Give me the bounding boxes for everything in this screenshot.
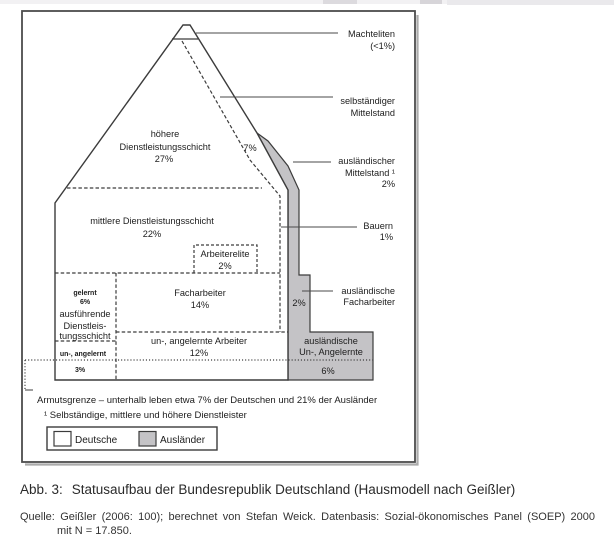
unang-arbeiter-label: un-, angelernte Arbeiter <box>151 336 247 346</box>
ausl-mittelstand-label-2: Mittelstand ¹ <box>345 168 395 178</box>
ausfuehrende-label-2: Dienstleis- <box>64 321 107 331</box>
hoehere-pct: 27% <box>155 154 173 164</box>
machteliten-label: Machteliten <box>348 29 395 39</box>
facharbeiter-label: Facharbeiter <box>174 288 226 298</box>
poverty-footnote: Armutsgrenze – unterhalb leben etwa 7% d… <box>37 395 377 406</box>
frame-shadow <box>25 15 419 466</box>
dashed-dividers <box>55 40 288 380</box>
machteliten-pct: (<1%) <box>370 41 395 51</box>
ausl-unang-label-2: Un-, Angelernte <box>299 347 363 357</box>
source-note: Quelle: Geißler (2006: 100); berechnet v… <box>20 511 595 538</box>
house-outline <box>54 24 289 381</box>
selbstaendiger-pct: 7% <box>243 143 256 153</box>
arbeiterelite-box <box>193 244 258 273</box>
bauern-pct: 1% <box>380 232 393 242</box>
browser-edge-fragment-right <box>447 0 614 5</box>
hoehere-label-1: höhere <box>151 129 180 139</box>
ausl-mittelstand-label-1: ausländischer <box>338 156 395 166</box>
mittlere-label: mittlere Dienstleistungsschicht <box>90 216 214 226</box>
callout-lines <box>196 32 357 292</box>
gelernt-label: gelernt <box>73 290 97 297</box>
selbstaendiger-label-2: Mittelstand <box>351 108 395 118</box>
source-line-2: mit N = 17.850. <box>57 525 132 537</box>
selbstaendiger-dashed-line <box>181 40 281 332</box>
ausl-mittelstand-pct: 2% <box>382 179 395 189</box>
browser-edge-fragment-mid <box>420 0 442 4</box>
ausl-unang-pct: 6% <box>321 366 334 376</box>
browser-edge-strip <box>0 0 614 4</box>
ausfuehrende-label-3: tungsschicht <box>59 331 111 341</box>
ausl-facharbeiter-label-1: ausländische <box>341 286 395 296</box>
ausl-unang-label-1: ausländische <box>304 336 358 346</box>
ausfuehrende-label-1: ausführende <box>59 309 110 319</box>
mittlere-pct: 22% <box>143 229 161 239</box>
facharbeiter-pct: 14% <box>191 300 209 310</box>
legend-swatch-auslaender <box>138 430 157 447</box>
caption-title: Statusaufbau der Bundesrepublik Deutschl… <box>71 482 516 497</box>
legend-swatch-deutsche <box>53 430 72 447</box>
browser-edge-fragment-left <box>323 0 357 4</box>
gelernt-pct: 6% <box>80 299 91 306</box>
legend-label-auslaender: Ausländer <box>160 435 206 446</box>
arbeiterelite-label: Arbeiterelite <box>200 249 249 259</box>
ausl-facharbeiter-pct: 2% <box>292 298 305 308</box>
hoehere-label-2: Dienstleistungsschicht <box>120 142 211 152</box>
unang-arbeiter-pct: 12% <box>190 348 208 358</box>
bauern-label: Bauern <box>363 221 393 231</box>
arbeiterelite-pct: 2% <box>218 261 231 271</box>
selbstaendiger-label-1: selbständiger <box>340 96 395 106</box>
poverty-line-group <box>24 359 373 390</box>
ausl-facharbeiter-label-2: Facharbeiter <box>343 297 395 307</box>
legend-label-deutsche: Deutsche <box>75 435 118 446</box>
legend-box <box>46 426 218 451</box>
unang-label: un-, angelernt <box>60 351 107 358</box>
caption-label: Abb. 3: <box>20 482 63 497</box>
footnote-1: ¹ Selbständige, mittlere und höhere Dien… <box>44 410 247 421</box>
source-line-1: Quelle: Geißler (2006: 100); berechnet v… <box>20 511 595 523</box>
figure-caption: Abb. 3: Statusaufbau der Bundesrepublik D… <box>20 482 515 497</box>
unang-pct: 3% <box>75 367 86 374</box>
